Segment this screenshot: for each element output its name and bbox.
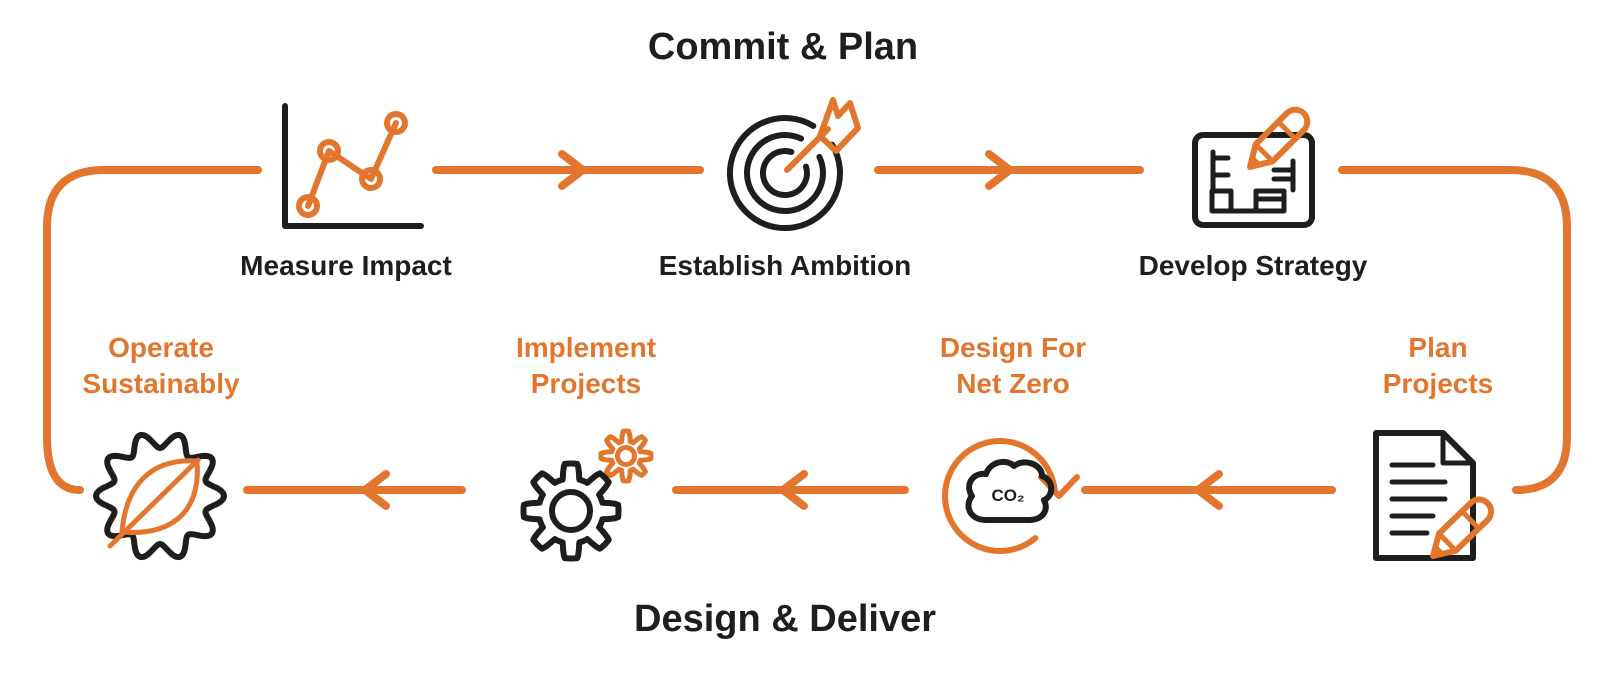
co2-text: CO₂ <box>991 486 1024 505</box>
document-pencil-icon <box>1373 430 1496 565</box>
step-label-implement-projects: Implement Projects <box>515 332 657 399</box>
phase-title-design-deliver: Design & Deliver <box>634 598 936 640</box>
line-chart-icon <box>282 103 424 229</box>
step-label-design-for-net-zero: Design For Net Zero <box>939 332 1087 399</box>
step-label-operate-sustainably: Operate Sustainably <box>82 332 240 399</box>
step-label-establish-ambition: Establish Ambition <box>658 250 912 281</box>
gears-icon <box>520 428 654 562</box>
flow-connectors <box>43 150 1571 510</box>
leaf-gear-icon <box>93 431 227 561</box>
arrow-left-icon <box>1194 470 1223 510</box>
arrow-left-icon <box>361 470 390 510</box>
phase-title-commit-plan: Commit & Plan <box>647 26 919 68</box>
step-label-measure-impact: Measure Impact <box>240 250 452 281</box>
arrow-right-icon <box>558 150 587 190</box>
loop-left-curve <box>43 166 262 494</box>
target-arrow-icon <box>726 97 861 232</box>
loop-right-curve <box>1338 166 1571 494</box>
step-label-develop-strategy: Develop Strategy <box>1138 250 1368 281</box>
co2-cloud-cycle-icon: CO₂ <box>942 438 1080 554</box>
blueprint-pencil-icon <box>1192 105 1312 228</box>
step-label-plan-projects: Plan Projects <box>1382 332 1494 399</box>
arrow-right-icon <box>985 150 1014 190</box>
arrow-left-icon <box>779 470 808 510</box>
